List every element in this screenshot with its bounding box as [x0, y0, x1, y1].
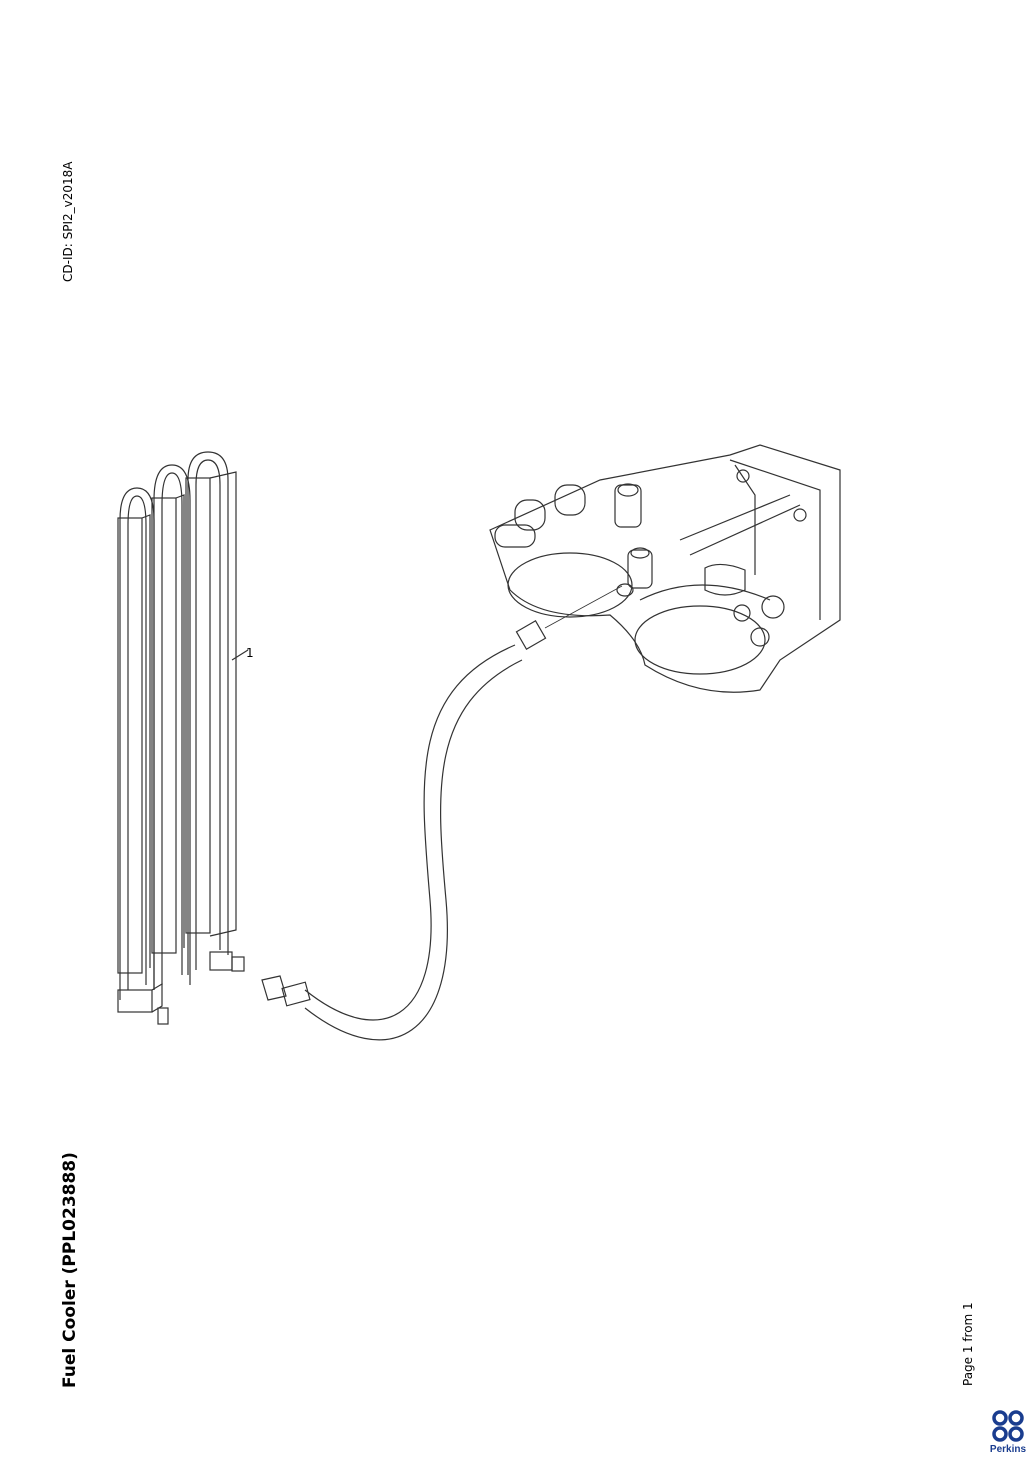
fuel-hose [261, 585, 623, 1041]
callout-1: 1 [246, 646, 254, 660]
perkins-logo-icon [992, 1410, 1024, 1442]
fuel-filter-base [489, 444, 841, 693]
perkins-logo: Perkins [986, 1410, 1030, 1455]
brand-name: Perkins [989, 1444, 1027, 1455]
fuel-cooler [117, 451, 249, 1025]
